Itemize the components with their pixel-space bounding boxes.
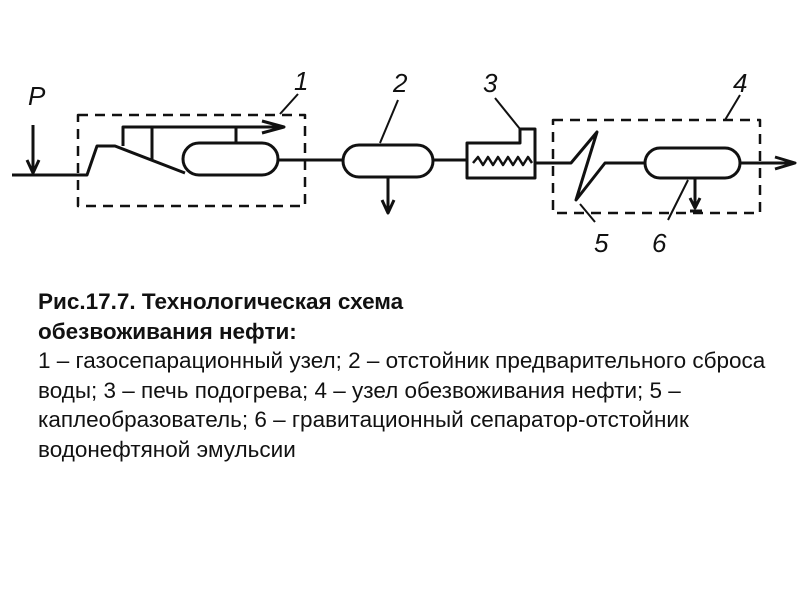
- label-p: P: [28, 81, 46, 111]
- label-5: 5: [594, 228, 609, 258]
- heater-3: 3: [465, 68, 537, 180]
- label-3: 3: [483, 68, 498, 98]
- label-1: 1: [294, 66, 308, 96]
- inlet-p: P: [25, 81, 46, 175]
- drop-former-5: [535, 130, 645, 202]
- inlet-pipe: [12, 144, 186, 177]
- oil-outlet-arrow-icon: [774, 155, 797, 171]
- gas-outlet-arrow-icon: [261, 119, 286, 135]
- settler-2: 2: [341, 68, 435, 215]
- caption-title-line2: обезвоживания нефти:: [38, 318, 297, 344]
- separator-vessel: [181, 141, 280, 177]
- gas-separation-unit-1: 1: [76, 66, 308, 208]
- caption-title-line1: Рис.17.7. Технологическая схема: [38, 289, 404, 314]
- caption-body: 1 – газосепарационный узел; 2 – отстойни…: [38, 348, 766, 462]
- label-6: 6: [652, 228, 667, 258]
- label-4: 4: [733, 68, 747, 98]
- dehydration-unit-4: 4 5 6: [535, 68, 797, 258]
- figure-caption: Рис.17.7. Технологическая схема обезвожи…: [38, 287, 778, 464]
- process-diagram: P 1 2 3 4 5 6: [12, 66, 797, 258]
- label-2: 2: [392, 68, 408, 98]
- gravity-separator-6: [643, 146, 742, 180]
